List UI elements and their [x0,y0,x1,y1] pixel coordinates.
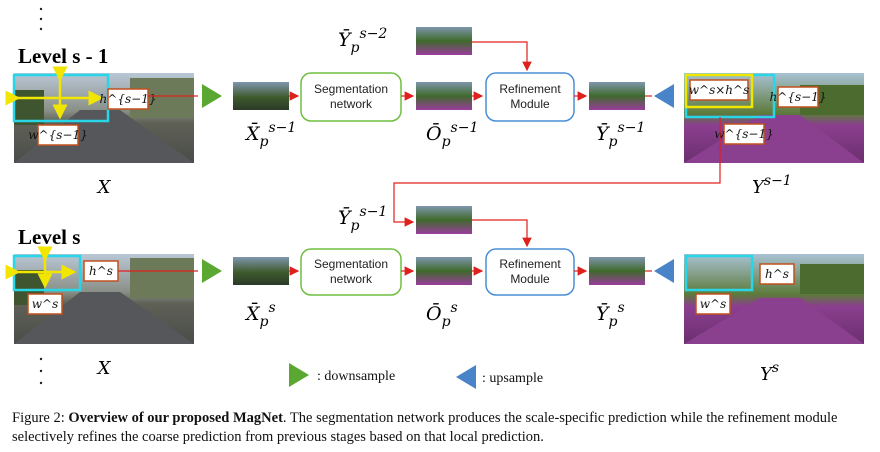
upsample-icon [654,259,674,283]
xp-label: X̄ps [244,300,276,330]
yp-label: Ȳps−1 [596,120,645,150]
refined-patch [589,82,645,110]
refinement-module-box [485,72,575,122]
input-label: X [96,177,112,198]
op-label: Ōps−1 [426,120,478,150]
caption-prefix: Figure 2: [12,410,69,426]
output-label: Ys [760,360,779,385]
continuation-dots-bottom [39,357,43,385]
out-h-tag-box [759,263,795,285]
wh-tag: w^s×h^s [689,83,749,97]
local-prediction-patch [416,82,472,110]
seg-label-line2: network [330,97,373,111]
out-w-tag-box [695,293,731,315]
connector-arrow [472,219,532,248]
input-label: X [96,358,112,379]
downsample-icon [202,259,222,283]
out-w-tag: w^{s−1} [714,127,773,141]
op-label: Ōps [426,300,458,330]
ref-label-line2: Module [510,272,550,286]
refine-region-box [684,73,754,109]
previous-prediction-patch [416,206,472,234]
previous-prediction-patch [416,27,472,55]
out-w-tag: w^s [700,297,726,311]
prev-label: Ȳps−1 [338,204,387,234]
magnet-diagram: Level s - 1 h^{s−1} w^{s−1} X X̄ps−1 Seg… [5,7,864,389]
out-h-tag: h^{s−1} [770,90,827,104]
seg-label-line1: Segmentation [314,82,388,96]
seg-label-line1: Segmentation [314,257,388,271]
yp-label: Ȳps [596,300,625,330]
ref-label-line1: Refinement [499,257,561,271]
h-tag: h^s [89,264,113,278]
h-tag-box [107,88,149,110]
local-prediction-patch [416,257,472,285]
connector-arrow [472,41,532,72]
refined-patch [589,257,645,285]
level-title: Level s [18,225,80,249]
legend-downsample-icon [289,363,309,387]
prev-label: Ȳps−2 [338,26,387,56]
input-image [14,73,194,163]
patch-box [684,254,754,292]
h-tag: h^{s−1} [100,92,157,106]
size-cross [5,246,77,289]
legend-upsample-icon [456,365,476,389]
output-label: Ys−1 [752,173,792,198]
size-cross [5,66,104,120]
segmentation-network-box [300,248,402,296]
level-title: Level s - 1 [18,44,108,68]
caption-text: . The segmentation network produces the … [12,410,838,445]
continuation-dots-top [39,7,43,31]
out-h-tag: h^s [765,267,789,281]
downsample-icon [202,84,222,108]
upsample-icon [654,84,674,108]
out-w-tag-box [723,123,765,145]
w-tag: w^s [32,297,58,311]
figure-caption: Figure 2: Overview of our proposed MagNe… [12,409,870,447]
ref-label-line2: Module [510,97,550,111]
xp-label: X̄ps−1 [244,120,296,150]
cross-level-arrow [393,117,721,227]
downsampled-patch [233,257,289,285]
w-tag-box [37,124,79,146]
out-h-tag-box [777,86,819,108]
w-tag: w^{s−1} [28,128,87,142]
downsampled-patch [233,82,289,110]
wh-tag-box [689,79,749,101]
w-tag-box [27,293,63,315]
legend-upsample-label: : upsample [482,371,543,386]
refinement-module-box [485,248,575,296]
ref-label-line1: Refinement [499,82,561,96]
segmentation-network-box [300,72,402,122]
caption-title: Overview of our proposed MagNet [68,410,283,426]
seg-label-line2: network [330,272,373,286]
legend-downsample-label: : downsample [317,369,395,384]
